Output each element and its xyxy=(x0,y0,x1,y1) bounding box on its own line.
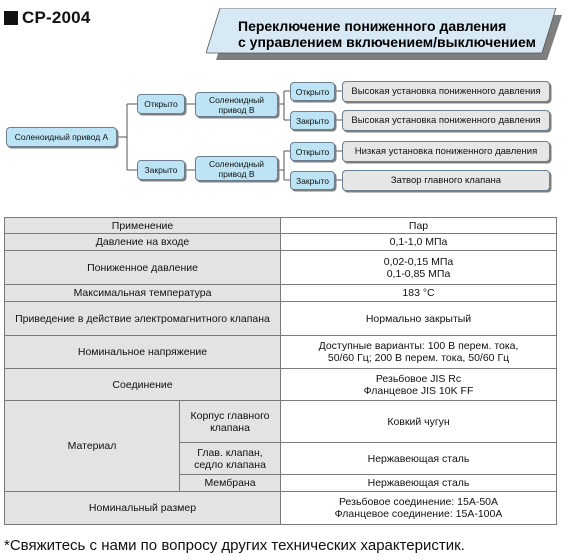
row-nominal-size: Номинальный размер Резьбовое соединение:… xyxy=(3,491,558,525)
value-membrane: Нержавеющая сталь xyxy=(280,474,558,492)
node-open-b1: Открыто xyxy=(290,82,335,101)
row-inlet-pressure: Давление на входе 0,1-1,0 МПа xyxy=(3,233,558,251)
node-solenoid-b-upper-line1: Соленоидный xyxy=(208,94,265,105)
value-valve-seat: Нержавеющая сталь xyxy=(280,442,558,475)
banner-title: Переключение пониженного давления с упра… xyxy=(238,18,554,50)
model-number: CP-2004 xyxy=(22,8,91,27)
label-nominal-size: Номинальный размер xyxy=(3,491,282,525)
label-application: Применение xyxy=(3,217,282,234)
label-max-temperature: Максимальная температура xyxy=(3,284,282,302)
value-reduced-pressure-2: 0,1-0,85 МПа xyxy=(386,267,451,280)
label-inlet-pressure: Давление на входе xyxy=(3,233,282,251)
row-application: Применение Пар xyxy=(3,217,558,234)
node-closed-a: Закрыто xyxy=(137,160,185,180)
node-closed-b2: Закрыто xyxy=(290,171,335,190)
row-material-valve: Глав. клапан, седло клапана Нержавеющая … xyxy=(5,442,558,475)
label-valve-seat: Глав. клапан, седло клапана xyxy=(178,442,282,475)
banner-title-line1: Переключение пониженного давления xyxy=(238,18,507,34)
label-connection: Соединение xyxy=(3,368,282,401)
square-bullet-icon xyxy=(4,11,18,25)
value-connection-1: Резьбовое JIS Rc xyxy=(375,372,462,385)
value-solenoid-actuation: Нормально закрытый xyxy=(280,301,558,336)
value-nominal-size-1: Резьбовое соединение: 15A-50A xyxy=(339,496,499,508)
connector-lines xyxy=(117,90,342,181)
value-reduced-pressure-1: 0,02-0,15 МПа xyxy=(383,255,454,268)
result-high-setting-2: Высокая установка пониженного давления xyxy=(342,110,550,131)
value-connection-2: Фланцевое JIS 10K FF xyxy=(363,384,474,397)
value-body: Ковкий чугун xyxy=(280,400,558,443)
row-reduced-pressure: Пониженное давление 0,02-0,15 МПа 0,1-0,… xyxy=(3,250,558,285)
result-high-setting-1: Высокая установка пониженного давления xyxy=(342,81,550,102)
row-connection: Соединение Резьбовое JIS Rc Фланцевое JI… xyxy=(3,368,558,401)
value-max-temperature: 183 °C xyxy=(280,284,558,302)
value-rated-voltage-2: 50/60 Гц; 200 В перем. тока, 50/60 Гц xyxy=(327,352,510,364)
flow-diagram: Соленоидный привод А Открыто Закрыто Сол… xyxy=(0,72,571,202)
result-low-setting: Низкая установка пониженного давления xyxy=(342,141,550,162)
label-material: Материал xyxy=(4,400,180,492)
label-reduced-pressure: Пониженное давление xyxy=(3,250,282,285)
result-valve-closed: Затвор главного клапана xyxy=(342,170,550,191)
model-heading: CP-2004 xyxy=(4,8,91,28)
footnote: *Свяжитесь с нами по вопросу других техн… xyxy=(4,537,465,554)
title-banner: Переключение пониженного давления с упра… xyxy=(206,8,562,60)
value-nominal-size: Резьбовое соединение: 15A-50A Фланцевое … xyxy=(280,491,558,525)
node-solenoid-b-upper: Соленоидный привод В xyxy=(195,92,278,117)
label-membrane: Мембрана xyxy=(178,474,282,492)
label-body: Корпус главного клапана xyxy=(178,400,282,443)
banner-title-line2: с управлением включением/выключением xyxy=(238,34,536,50)
banner-shape xyxy=(206,8,562,60)
row-solenoid-actuation: Приведение в действие электромагнитного … xyxy=(3,301,558,336)
row-max-temperature: Максимальная температура 183 °C xyxy=(3,284,558,302)
value-rated-voltage: Доступные варианты: 100 В перем. тока, 5… xyxy=(280,335,558,369)
node-open-a: Открыто xyxy=(137,94,185,114)
value-inlet-pressure: 0,1-1,0 МПа xyxy=(280,233,558,251)
node-solenoid-b-upper-line2: привод В xyxy=(218,104,255,115)
row-material-body: Материал Корпус главного клапана Ковкий … xyxy=(4,400,558,492)
node-solenoid-b-lower-line1: Соленоидный xyxy=(208,158,265,169)
label-solenoid-actuation: Приведение в действие электромагнитного … xyxy=(3,301,282,336)
value-nominal-size-2: Фланцевое соединение: 15A-100A xyxy=(334,508,503,520)
node-solenoid-b-lower: Соленоидный привод В xyxy=(195,156,278,181)
node-solenoid-a: Соленоидный привод А xyxy=(6,127,117,147)
value-application: Пар xyxy=(280,217,558,234)
node-solenoid-b-lower-line2: привод В xyxy=(218,168,255,179)
label-rated-voltage: Номинальное напряжение xyxy=(3,335,282,369)
value-connection: Резьбовое JIS Rc Фланцевое JIS 10K FF xyxy=(280,368,558,401)
value-rated-voltage-1: Доступные варианты: 100 В перем. тока, xyxy=(318,340,519,352)
row-rated-voltage: Номинальное напряжение Доступные вариант… xyxy=(3,335,558,369)
node-closed-b1: Закрыто xyxy=(290,111,335,130)
spec-table: Применение Пар Давление на входе 0,1-1,0… xyxy=(3,217,558,525)
node-open-b2: Открыто xyxy=(290,142,335,161)
value-reduced-pressure: 0,02-0,15 МПа 0,1-0,85 МПа xyxy=(280,250,558,285)
